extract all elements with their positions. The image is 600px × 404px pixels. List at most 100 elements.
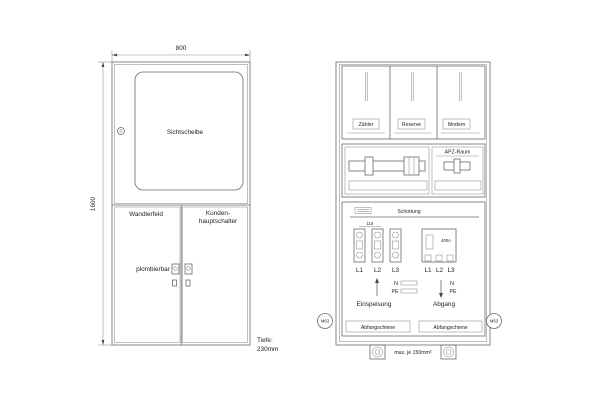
feed-fuse-l3-body <box>389 228 402 263</box>
viewing-window-label: Sichtscheibe <box>167 129 204 136</box>
gland-right-label: M63 <box>490 319 499 324</box>
seal-lock-left-body <box>171 263 180 275</box>
bottom-cable-entry-left-frame <box>369 344 386 360</box>
bottom-cable-entry-right-ring <box>443 346 454 358</box>
feed-phase-l3: L3 <box>392 267 400 274</box>
seal-lock-left-keyhole <box>173 266 178 271</box>
door-lock-core <box>119 129 123 133</box>
gland-left-icon: M63 <box>317 313 333 329</box>
feed-fuse-l2-body <box>371 228 384 263</box>
feed-fuse-l2-top <box>374 231 381 239</box>
width-arrow-left <box>112 53 117 57</box>
feed-fuse-l2 <box>371 228 384 263</box>
meter-slot-label-3: Modem <box>448 122 465 128</box>
main-breaker-terminal-1 <box>424 254 432 262</box>
outgoing-phase-l2: L2 <box>436 267 444 274</box>
interior-outline <box>335 61 491 346</box>
bottom-cable-entry-left-icon <box>369 344 386 360</box>
main-breaker-terminal-3 <box>446 254 454 262</box>
strain-relief-left-label: Abfangschiene <box>361 325 395 331</box>
width-arrow-right <box>245 53 250 57</box>
strain-relief-right <box>418 320 483 333</box>
viewing-window <box>134 71 244 191</box>
apz-label: APZ-Raum <box>445 150 471 156</box>
door-handle-left <box>172 279 177 287</box>
main-terminal-rail <box>348 160 426 172</box>
door-handle-right <box>185 279 191 287</box>
outgoing-label: Abgang <box>433 301 455 308</box>
door-lock-icon <box>117 127 125 135</box>
cable-cross-section-note: max. je 150mm² <box>394 350 431 356</box>
outgoing-arrow-down-icon <box>439 293 443 298</box>
feed-fuse-l1 <box>353 228 366 263</box>
main-breaker-body <box>421 228 457 263</box>
feed-fuse-l3-top <box>392 231 399 239</box>
seal-lock-right-icon <box>184 263 193 275</box>
depth-label-line2: 230mm <box>257 346 278 353</box>
feed-fuse-l2-insert <box>374 240 381 250</box>
bottom-cable-entry-right-frame <box>440 344 457 360</box>
seal-lock-right-body <box>184 263 193 275</box>
height-dimension: 1600 <box>90 61 112 346</box>
feed-fuse-l1-bottom <box>356 251 363 259</box>
feed-fuse-l1-insert <box>356 240 363 250</box>
seal-lock-left-icon <box>171 263 180 275</box>
neutral-terminal-bar <box>400 280 418 286</box>
meter-slot-label-2: Reserve <box>402 122 421 128</box>
meter-slot-label-box-2 <box>397 118 426 130</box>
apz-section <box>431 146 484 195</box>
feed-fuse-l2-bottom <box>374 251 381 259</box>
neutral-label-right: N <box>450 281 454 287</box>
feed-fuse-l3-insert <box>392 240 399 250</box>
feed-phase-l2: L2 <box>374 267 382 274</box>
main-switch-label-line2: hauptschalter <box>199 218 238 225</box>
meter-slot-label-1: Zähler <box>359 122 374 128</box>
upper-door <box>114 64 248 204</box>
gland-left-label: M63 <box>321 319 330 324</box>
partition-label: Schottung <box>397 209 420 215</box>
meter-slot-label-box-1 <box>352 118 380 130</box>
neutral-label-left: N <box>394 281 398 287</box>
bottom-cable-entry-left-ring <box>372 346 383 358</box>
width-dimension-text: 800 <box>176 45 187 52</box>
main-terminal-block-left <box>364 156 374 176</box>
partition-marker <box>354 207 372 214</box>
gland-left-ring <box>317 313 333 329</box>
apz-strip <box>434 180 482 191</box>
height-arrow-bottom <box>101 340 105 345</box>
seal-lock-right-keyhole <box>186 266 191 271</box>
main-breaker-rating: 400A <box>441 238 451 243</box>
depth-label-line1: Tiefe: <box>257 337 273 344</box>
feed-phase-l1: L1 <box>356 267 364 274</box>
outgoing-phase-l1: L1 <box>424 267 432 274</box>
interior-inner-frame <box>339 64 487 342</box>
earth-label-right: PE <box>450 289 457 295</box>
distribution-compartment-frame <box>341 143 486 198</box>
gland-right-icon: M63 <box>486 313 502 329</box>
feed-label: Einspeisung <box>357 301 392 308</box>
meter-slot-label-box-3 <box>442 118 471 130</box>
lower-right-door <box>182 206 248 343</box>
fuse-spacing-text: 115 <box>367 221 374 226</box>
connection-compartment: Schottung 115 <box>341 201 486 337</box>
apz-terminal <box>453 158 461 174</box>
main-switch-label-line1: Kunden- <box>206 210 230 217</box>
bottom-cable-entry-left-core <box>374 349 381 355</box>
connection-compartment-frame <box>341 201 486 337</box>
front-view: 800 1600 Sichtscheibe Wandlerfeld Kunden… <box>90 45 278 353</box>
lower-left-door <box>114 206 181 343</box>
strain-relief-left <box>345 320 411 333</box>
height-dimension-text: 1600 <box>90 196 97 211</box>
feed-fuse-l3 <box>389 228 402 263</box>
transformer-field-label: Wandlerfeld <box>129 211 163 218</box>
bottom-cable-entry-right-core <box>445 349 452 355</box>
main-breaker-handle <box>425 234 434 250</box>
feed-fuse-l3-bottom <box>392 251 399 259</box>
outgoing-phase-l3: L3 <box>447 267 455 274</box>
gland-right-ring <box>486 313 502 329</box>
meter-compartment: Zähler Reserve Modem <box>341 65 486 140</box>
sealable-label: plombierbar <box>136 266 171 273</box>
interior-view: Zähler Reserve Modem APZ-Raum <box>317 61 502 360</box>
bottom-cable-entry-right-icon <box>440 344 457 360</box>
